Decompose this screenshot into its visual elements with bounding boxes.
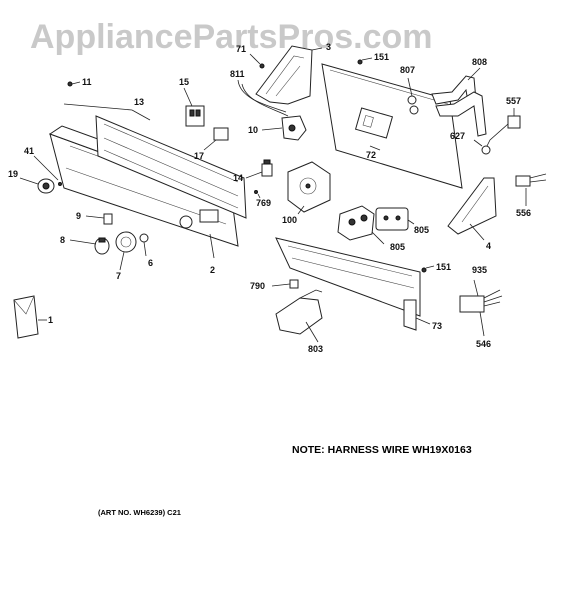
callout-8: 8 xyxy=(60,235,65,245)
part-73-base-panel xyxy=(275,237,431,331)
part-13-panel xyxy=(63,103,247,219)
part-8-knob xyxy=(69,237,110,255)
part-6-nut xyxy=(139,233,149,257)
callout-805a: 805 xyxy=(414,225,429,235)
art-number: (ART NO. WH6239) C21 xyxy=(98,508,181,517)
callout-9: 9 xyxy=(76,211,81,221)
callout-2: 2 xyxy=(210,265,215,275)
callout-11: 11 xyxy=(82,77,92,87)
callout-556: 556 xyxy=(516,208,531,218)
part-14-connector xyxy=(245,159,273,179)
callout-3: 3 xyxy=(326,42,331,52)
callout-1: 1 xyxy=(48,315,53,325)
callout-546: 546 xyxy=(476,339,491,349)
callout-805b: 805 xyxy=(390,242,405,252)
part-4-bracket xyxy=(447,177,497,241)
part-10-pressure-switch xyxy=(261,115,307,141)
part-805-cover xyxy=(375,207,415,231)
part-811-wire xyxy=(237,79,289,117)
part-557-valve xyxy=(485,108,521,149)
callout-803: 803 xyxy=(308,344,323,354)
part-1-bag xyxy=(13,295,47,339)
watermark: AppliancePartsPros.com xyxy=(30,18,432,56)
part-151-screw-lower xyxy=(421,265,435,273)
part-11-screw xyxy=(67,81,81,87)
callout-72: 72 xyxy=(366,150,376,160)
part-3-bracket xyxy=(249,45,323,105)
part-556-sensor xyxy=(515,173,547,206)
part-15-switch xyxy=(183,87,205,127)
part-19-knob xyxy=(19,155,62,194)
callout-151a: 151 xyxy=(374,52,389,62)
callout-100: 100 xyxy=(282,215,297,225)
callout-627: 627 xyxy=(450,131,465,141)
callout-7: 7 xyxy=(116,271,121,281)
part-17-switch xyxy=(203,127,229,151)
harness-note: NOTE: HARNESS WIRE WH19X0163 xyxy=(292,444,472,456)
callout-808: 808 xyxy=(472,57,487,67)
part-100-timer xyxy=(287,161,331,215)
part-769-screw xyxy=(254,190,261,199)
callout-6: 6 xyxy=(148,258,153,268)
callout-71: 71 xyxy=(236,44,246,54)
callout-807: 807 xyxy=(400,65,415,75)
callout-769: 769 xyxy=(256,198,271,208)
part-151-screw-top xyxy=(357,57,373,65)
callout-10: 10 xyxy=(248,125,258,135)
callout-790: 790 xyxy=(250,281,265,291)
part-9-button xyxy=(85,213,113,225)
part-546-harness xyxy=(459,279,503,337)
part-72-rear-panel xyxy=(321,63,463,189)
callout-41: 41 xyxy=(24,146,34,156)
part-803-pump xyxy=(275,289,323,343)
callout-19: 19 xyxy=(8,169,18,179)
part-7-dial xyxy=(115,231,137,271)
part-808-hoses xyxy=(431,67,487,137)
callout-15: 15 xyxy=(179,77,189,87)
callout-557: 557 xyxy=(506,96,521,106)
part-790-clip xyxy=(271,279,299,289)
callout-4: 4 xyxy=(486,241,491,251)
callout-17: 17 xyxy=(194,151,204,161)
part-627-plug xyxy=(473,139,491,155)
callout-811: 811 xyxy=(230,69,245,79)
callout-14: 14 xyxy=(233,173,243,183)
callout-151b: 151 xyxy=(436,262,451,272)
part-807-fittings xyxy=(407,77,419,115)
callout-73: 73 xyxy=(432,321,442,331)
callout-935: 935 xyxy=(472,265,487,275)
part-805-valve xyxy=(337,205,385,245)
callout-13: 13 xyxy=(134,97,144,107)
